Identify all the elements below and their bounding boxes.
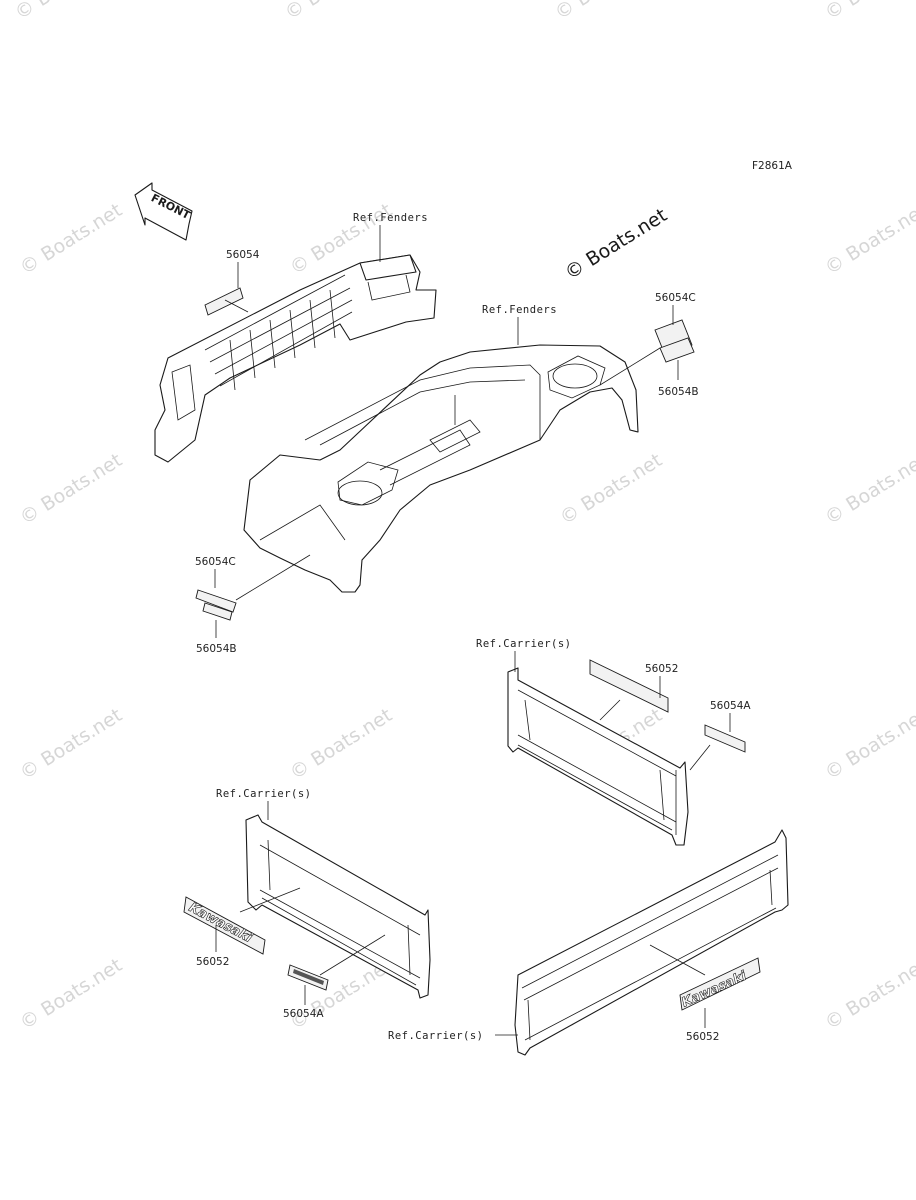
- ref-carrier-label: Ref.Carrier(s): [476, 638, 572, 650]
- watermark: © Boats.net: [821, 704, 916, 784]
- watermark: © Boats.net: [821, 449, 916, 529]
- watermark-prominent: © Boats.net: [561, 204, 671, 284]
- part-number: 56054C: [655, 292, 696, 304]
- kawasaki-wordmark: Kawasaki: [186, 900, 255, 946]
- ref-carrier-label: Ref.Carrier(s): [216, 788, 312, 800]
- watermark: © Boats.net: [821, 0, 916, 24]
- carrier-panel-left: Ref.Carrier(s): [216, 788, 431, 999]
- watermark: © Boats.net: [16, 704, 126, 784]
- watermark: © Boats.net: [281, 0, 391, 24]
- front-arrow-icon: FRONT: [134, 182, 193, 241]
- decal-56054A-left: 56054A: [283, 934, 386, 1020]
- watermark: © Boats.net: [551, 0, 661, 24]
- figure-code: F2861A: [752, 160, 793, 172]
- part-number: 56052: [196, 956, 229, 968]
- watermark: © Boats.net: [16, 199, 126, 279]
- part-number: 56054: [226, 249, 260, 261]
- part-number: 56052: [686, 1031, 719, 1043]
- part-number: 56054B: [658, 386, 699, 398]
- watermark: © Boats.net: [821, 199, 916, 279]
- part-number: 56054A: [283, 1008, 324, 1020]
- decal-56054-front: 56054: [204, 249, 260, 316]
- front-panel: [154, 254, 437, 463]
- decal-56052-upper: 56052: [589, 659, 678, 721]
- rear-fender-body: [243, 344, 639, 593]
- watermark: © Boats.net: [11, 0, 121, 24]
- decal-56054A-upper: 56054A: [689, 700, 751, 771]
- part-number: 56054A: [710, 700, 751, 712]
- ref-fenders-label: Ref.Fenders: [353, 212, 428, 224]
- ref-carrier-label: Ref.Carrier(s): [388, 1030, 484, 1042]
- carrier-panel-lower: Ref.Carrier(s): [388, 829, 789, 1056]
- part-number: 56052: [645, 663, 678, 675]
- watermark: © Boats.net: [821, 954, 916, 1034]
- part-number: 56054B: [196, 643, 237, 655]
- watermark: © Boats.net: [16, 449, 126, 529]
- carrier-panel-upper: Ref.Carrier(s): [476, 638, 689, 846]
- watermark: © Boats.net: [16, 954, 126, 1034]
- kawasaki-wordmark: Kawasaki: [680, 969, 750, 1011]
- watermark: © Boats.net: [286, 704, 396, 784]
- part-number: 56054C: [195, 556, 236, 568]
- decal-pair-right: 56054C 56054B: [599, 292, 699, 398]
- decal-pair-left: 56054C 56054B: [195, 554, 311, 655]
- ref-fenders-label: Ref.Fenders: [482, 304, 557, 316]
- watermark: © Boats.net: [556, 449, 666, 529]
